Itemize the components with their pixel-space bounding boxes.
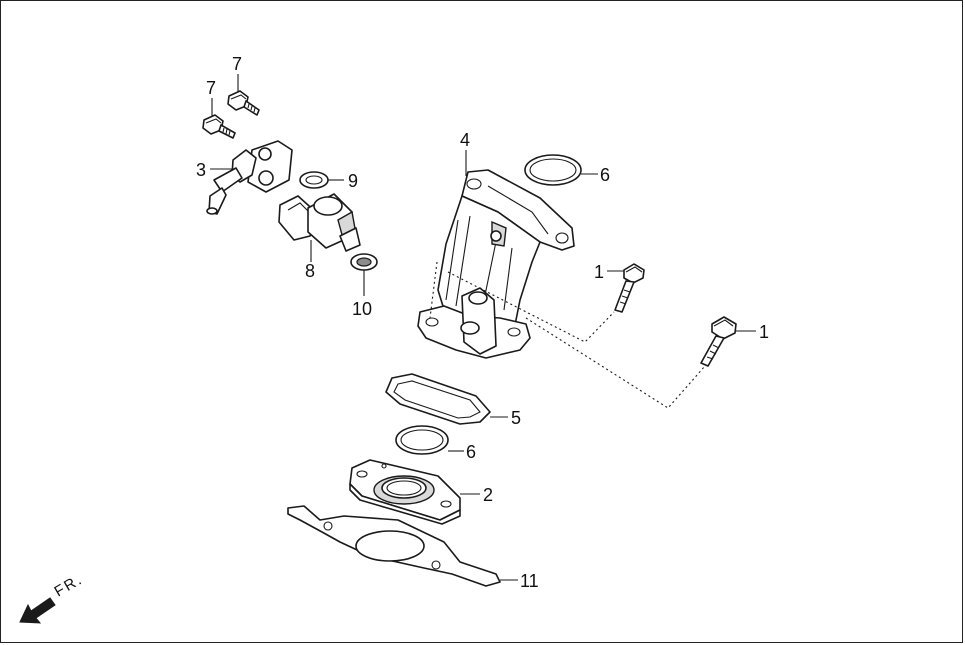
callout-6a: 6 xyxy=(600,165,610,185)
callout-7b: 7 xyxy=(206,78,216,98)
callout-2: 2 xyxy=(483,485,493,505)
seal-10 xyxy=(350,253,378,271)
callout-9: 9 xyxy=(348,171,358,191)
callout-10: 10 xyxy=(352,299,372,319)
intake-manifold-4 xyxy=(417,169,575,359)
callout-11: 11 xyxy=(520,571,539,591)
callout-8: 8 xyxy=(305,261,315,281)
front-arrow-icon xyxy=(19,597,56,624)
bolt-1-upper xyxy=(614,263,645,313)
gasket-5 xyxy=(385,373,491,425)
bolt-7-upper xyxy=(227,90,260,116)
bolt-7-lower xyxy=(202,114,236,139)
bolt-1-lower xyxy=(700,316,737,367)
callout-7a: 7 xyxy=(232,54,242,74)
front-indicator: FR. xyxy=(19,571,87,624)
injector-8 xyxy=(278,193,361,252)
callout-5: 5 xyxy=(511,408,521,428)
oring-6-lower xyxy=(395,425,449,455)
gasket-plate-11 xyxy=(287,505,501,587)
alignment-line-b xyxy=(525,317,706,409)
callout-3: 3 xyxy=(196,160,206,180)
oring-9 xyxy=(299,171,329,189)
callout-1a: 1 xyxy=(594,262,604,282)
callout-4: 4 xyxy=(460,130,470,150)
insulator-2 xyxy=(349,459,461,525)
callout-1b: 1 xyxy=(759,322,769,342)
oring-6-upper xyxy=(524,154,582,186)
fuel-joint-3 xyxy=(206,140,293,215)
callout-6b: 6 xyxy=(466,442,476,462)
front-label: FR. xyxy=(52,571,87,601)
alignment-line-a xyxy=(429,261,615,343)
